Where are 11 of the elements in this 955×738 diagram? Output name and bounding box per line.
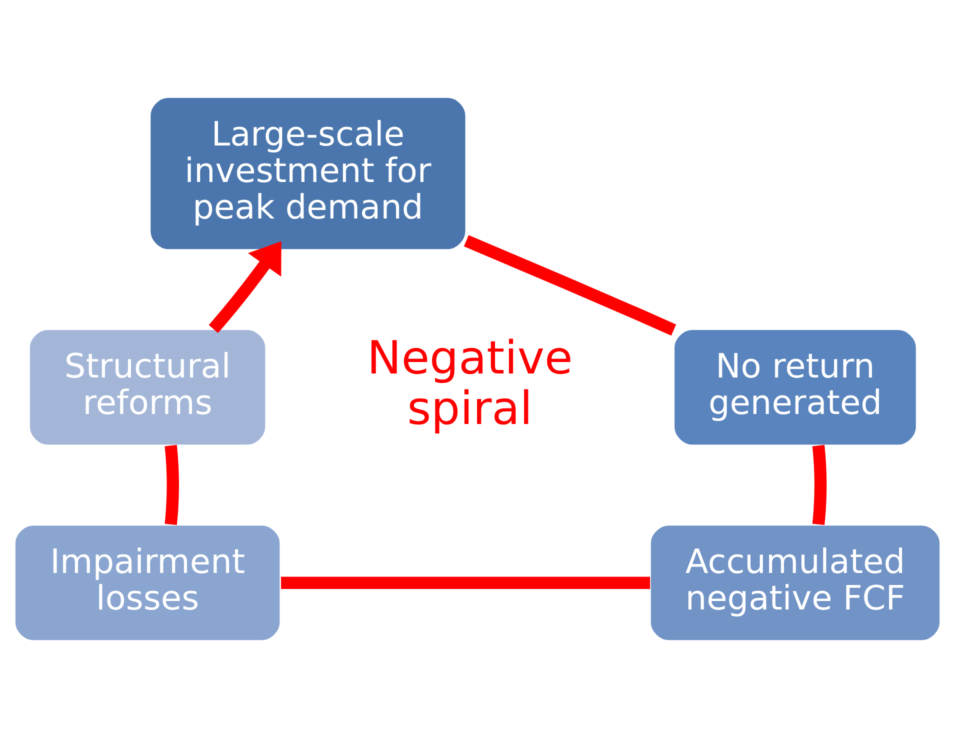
node-box: Accumulated negative FCF (649, 524, 942, 642)
node-box: Impairment losses (14, 524, 282, 642)
arrow (208, 241, 282, 334)
node-box: Structural reforms (28, 328, 267, 446)
node-box: Large-scale investment for peak demand (149, 96, 467, 251)
connector (812, 444, 827, 525)
node-box: No return generated (673, 328, 918, 446)
connector (464, 235, 676, 336)
label: Negative spiral (367, 330, 573, 435)
connector (281, 576, 650, 589)
connector (164, 444, 179, 525)
